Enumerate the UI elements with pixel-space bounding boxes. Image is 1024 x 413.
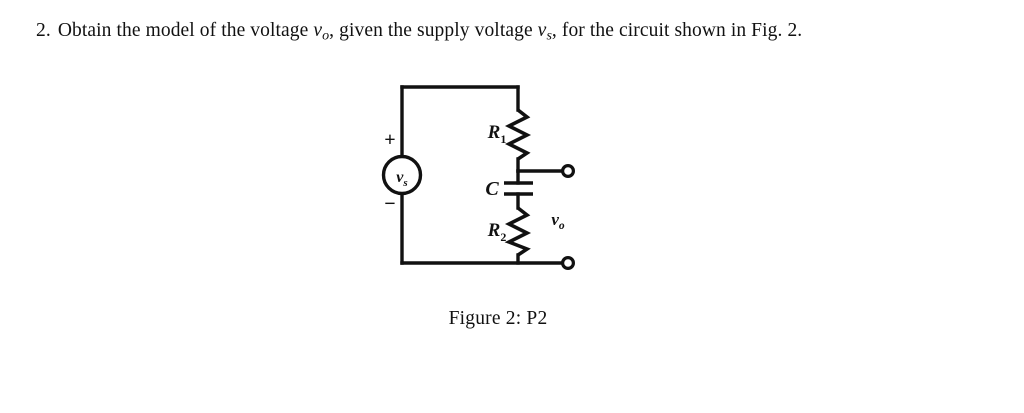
variable-vs-base: v	[537, 20, 547, 41]
problem-text-part-2: , given the supply voltage	[329, 20, 538, 41]
problem-text-part-1: Obtain the model of the voltage	[57, 20, 314, 41]
figure-caption: Figure 2: P2	[0, 308, 1024, 330]
figure-caption-text: Figure 2: P2	[448, 308, 548, 329]
output-terminal-bottom-icon	[561, 256, 576, 271]
output-voltage-label: vo	[551, 210, 565, 232]
output-voltage-label-base: v	[551, 210, 559, 229]
problem-number: 2.	[36, 20, 51, 41]
variable-vs-inline: vs	[537, 20, 552, 44]
resistor-r1-label-subscript: 1	[500, 132, 506, 146]
figure-2-container: vs + − R1 C R2 vo	[0, 60, 1024, 290]
voltage-source-label-base: v	[396, 169, 404, 186]
resistor-r2-symbol	[504, 206, 532, 257]
variable-vo-inline: vo	[313, 20, 330, 44]
source-plus-sign: +	[384, 129, 395, 151]
voltage-source-label-subscript: s	[402, 177, 407, 189]
output-terminal-top-icon	[561, 163, 576, 178]
resistor-r2-label-subscript: 2	[500, 230, 506, 244]
resistor-r1-symbol	[504, 108, 532, 161]
voltage-source-symbol	[381, 154, 423, 196]
problem-text-part-3: , for the circuit shown in Fig. 2.	[551, 20, 803, 41]
variable-vo-base: v	[313, 20, 323, 41]
resistor-r2-label-base: R	[487, 220, 501, 241]
voltage-source-label: vs	[396, 169, 407, 189]
output-voltage-label-subscript: o	[559, 220, 565, 232]
resistor-r2-label: R2	[487, 220, 507, 244]
variable-vs-subscript: s	[546, 27, 552, 44]
capacitor-c-label: C	[485, 178, 499, 200]
variable-vo-subscript: o	[322, 27, 330, 44]
problem-statement: 2.Obtain the model of the voltage vo, gi…	[36, 18, 996, 49]
circuit-diagram: vs + − R1 C R2 vo	[381, 85, 576, 271]
source-minus-sign: −	[384, 193, 395, 215]
resistor-r1-label-base: R	[487, 122, 501, 143]
resistor-r1-label: R1	[487, 122, 507, 146]
